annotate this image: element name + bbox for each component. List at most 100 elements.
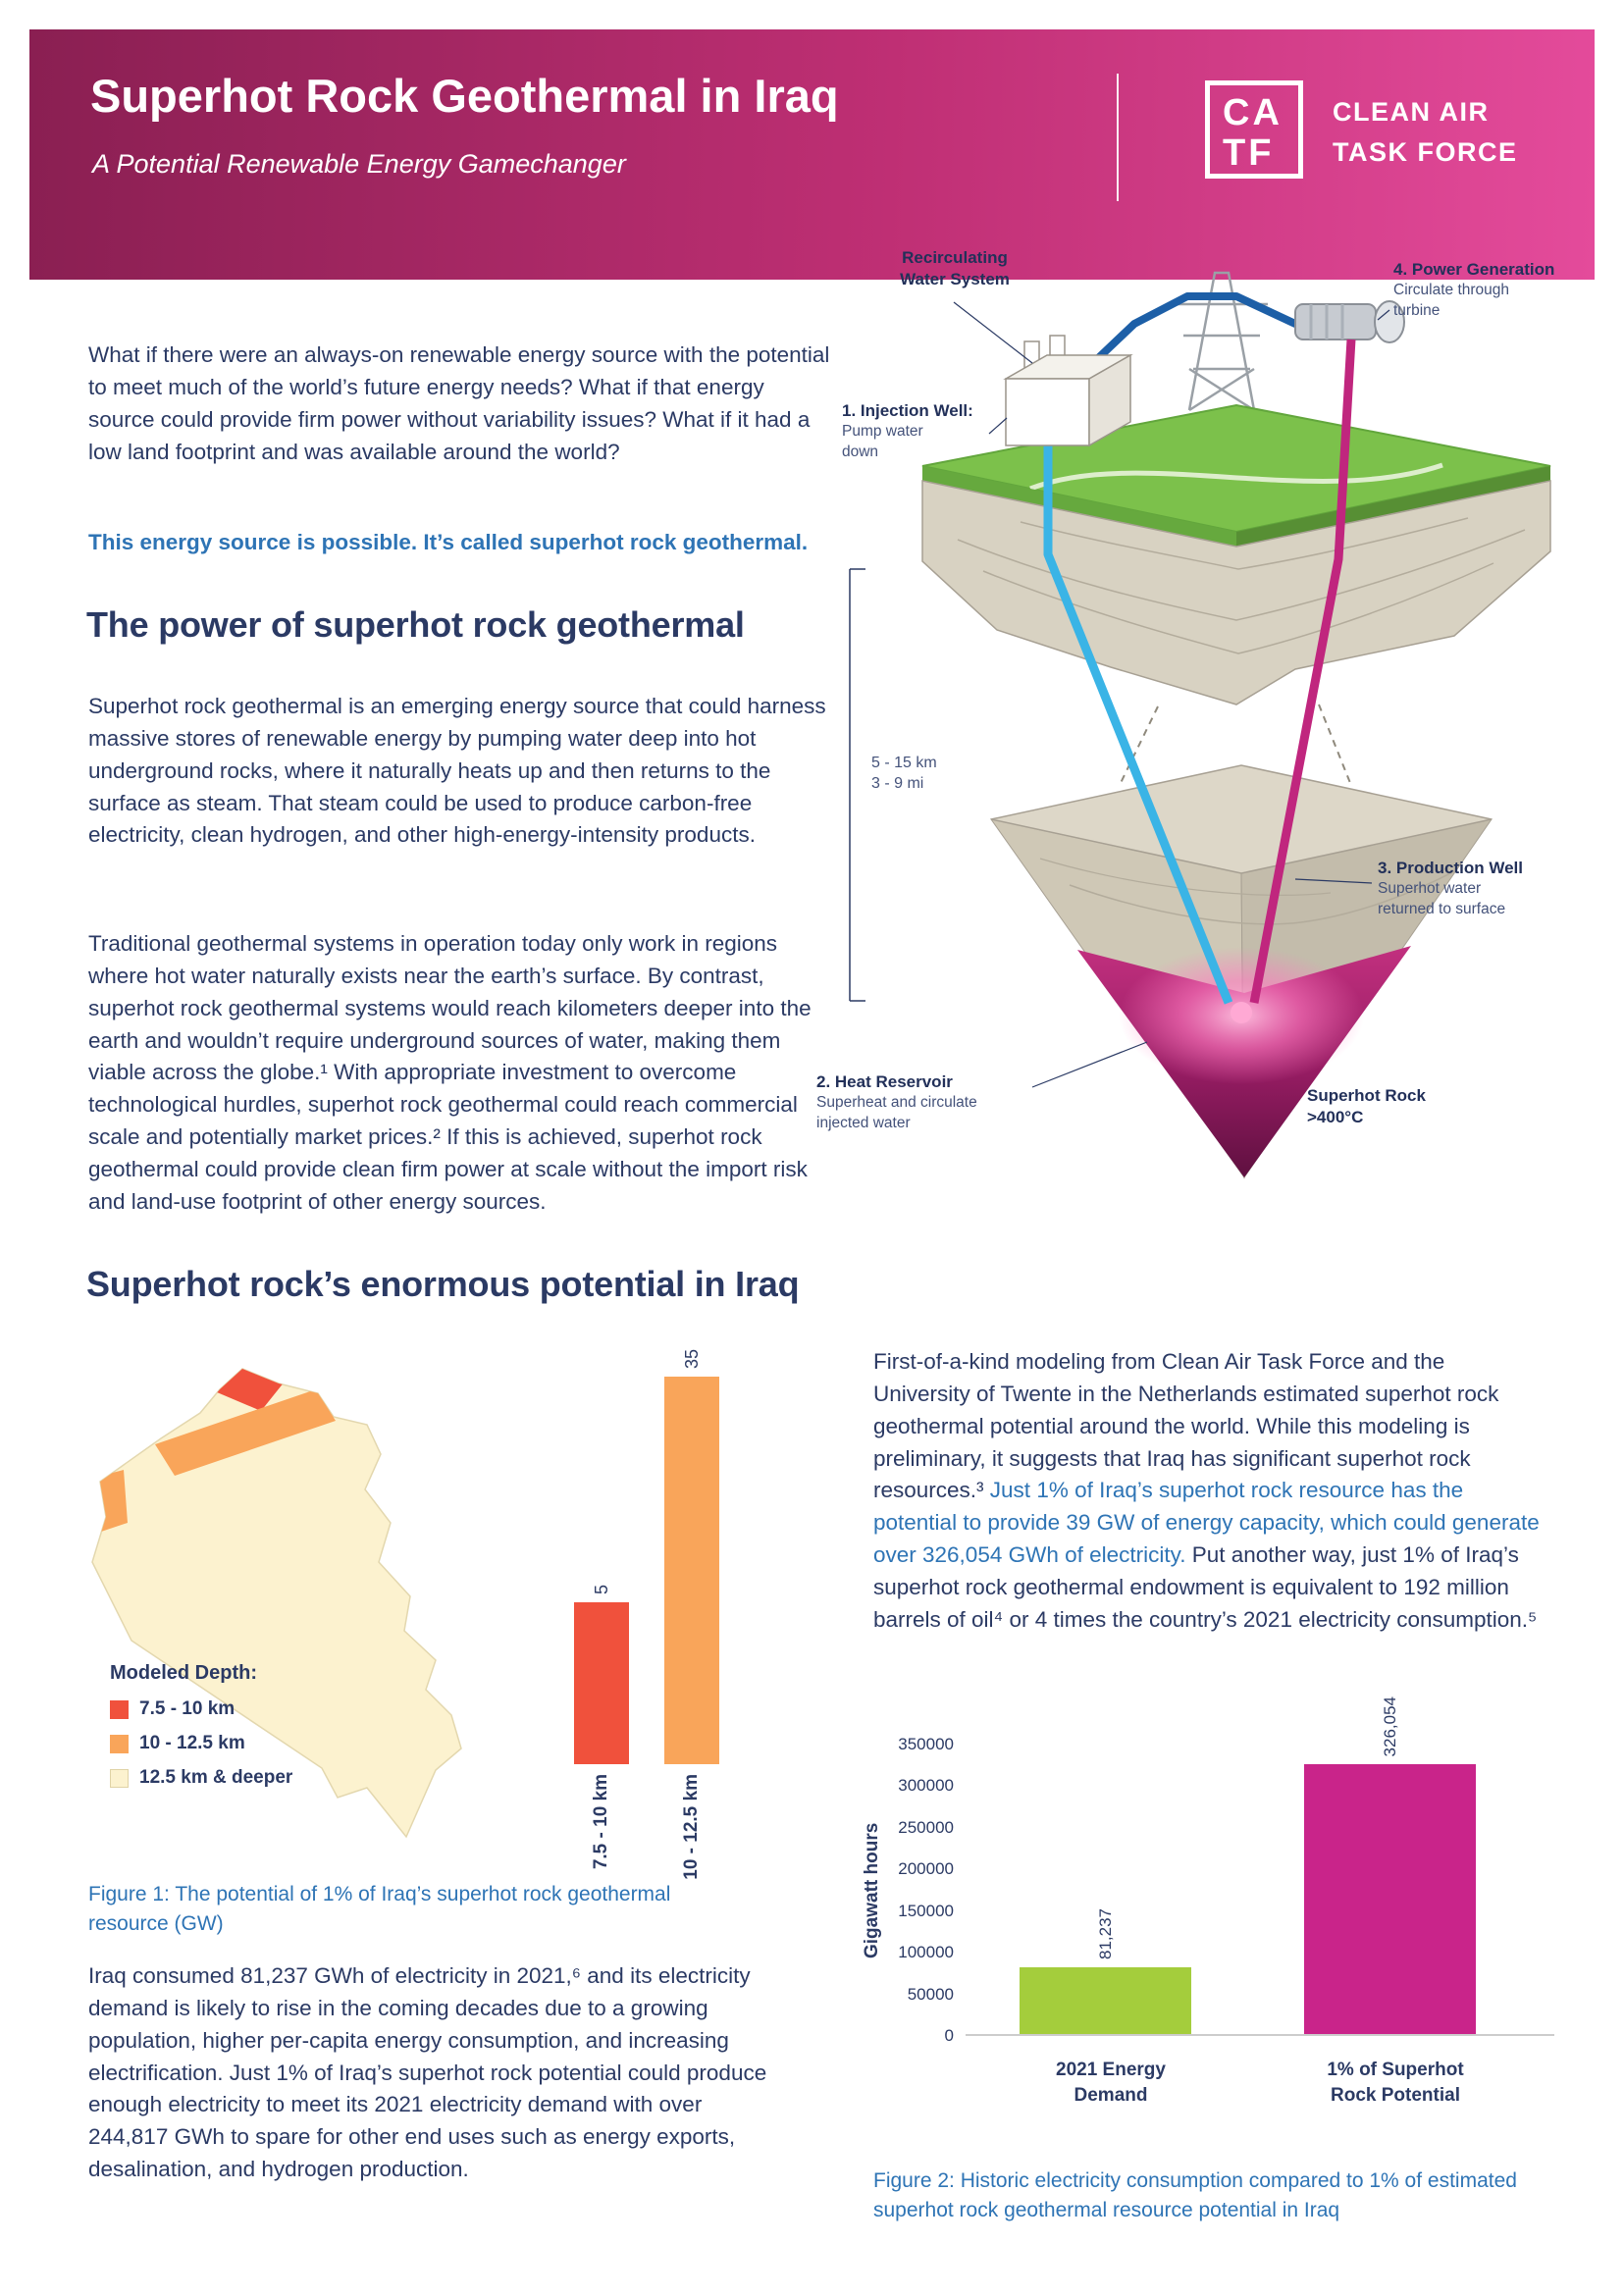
legend-swatch-orange: [110, 1734, 129, 1753]
superhot-rock-label-title: Superhot Rock: [1307, 1086, 1426, 1105]
legend-label-deeper: 12.5 km & deeper: [139, 1767, 293, 1788]
legend-label-7-10km: 7.5 - 10 km: [139, 1698, 236, 1719]
consumption-paragraph: Iraq consumed 81,237 GWh of electricity …: [88, 1963, 767, 2182]
production-pipe: [1249, 339, 1356, 1004]
potential-section-heading: Superhot rock’s enormous potential in Ir…: [86, 1264, 800, 1304]
figure2-category-potential-line1: 1% of Superhot: [1327, 2060, 1464, 2080]
figure2-chart: Gigawatt hours 350000 300000 250000 2000…: [862, 1696, 1604, 2118]
injection-pipe: [1043, 440, 1233, 1005]
figure2-category-2021: 2021 Energy Demand: [1013, 2058, 1209, 2108]
modeling-paragraph-part1: First-of-a-kind modeling from Clean Air …: [873, 1349, 1499, 1503]
legend-swatch-red: [110, 1699, 129, 1719]
label-heat-reservoir: 2. Heat Reservoir Superheat and circulat…: [816, 1071, 1032, 1133]
legend-item-10-125km: 10 - 12.5 km: [110, 1733, 292, 1754]
leader-lines: [953, 301, 1390, 1088]
modeling-paragraph-part3: Put another way, just 1% of Iraq’s super…: [873, 1542, 1538, 1632]
figure1-bar-value-10-125km: 35: [682, 1348, 702, 1369]
iraq-region-10-125km-west: [92, 1470, 128, 1535]
figure2-category-2021-line2: Demand: [1074, 2084, 1148, 2106]
iraq-map: [91, 1368, 462, 1839]
iraq-region-10-125km: [155, 1389, 336, 1476]
catf-wordmark-line1: CLEAN AIR: [1333, 97, 1490, 127]
power-paragraph-2: Traditional geothermal systems in operat…: [88, 931, 812, 1214]
recirculating-label-line2: Water System: [900, 270, 1010, 289]
reservoir-top: [990, 764, 1493, 874]
figure2-category-potential: 1% of Superhot Rock Potential: [1297, 2058, 1493, 2108]
figure2-bar-value-potential: 326,054: [1380, 1696, 1399, 1757]
label-superhot-rock: Superhot Rock >400°C: [1307, 1085, 1474, 1129]
injection-well-building: [1003, 335, 1133, 447]
injection-label-sub1: Pump water: [842, 423, 923, 441]
injection-label-title: 1. Injection Well:: [842, 401, 973, 420]
legend-item-7-10km: 7.5 - 10 km: [110, 1698, 292, 1720]
figure2-category-potential-line2: Rock Potential: [1331, 2084, 1460, 2106]
map-legend-title: Modeled Depth:: [110, 1662, 257, 1684]
ytick-100000: 100000: [898, 1943, 954, 1962]
label-production-well: 3. Production Well Superhot water return…: [1378, 858, 1584, 919]
reservoir-label-sub2: injected water: [816, 1114, 911, 1131]
power-paragraph-1: Superhot rock geothermal is an emerging …: [88, 694, 826, 848]
turbine-icon: [1294, 300, 1405, 343]
catf-wordmark: CLEAN AIR TASK FORCE: [1333, 92, 1518, 172]
figure1-bar-value-7-10km: 5: [592, 1585, 611, 1595]
figure1-plot: 5 35: [554, 1349, 790, 1764]
header-banner: Superhot Rock Geothermal in Iraq A Poten…: [29, 29, 1595, 280]
figure2-plot: 81,237 326,054: [966, 1696, 1554, 2036]
superhot-rock-label-sub: >400°C: [1307, 1108, 1364, 1127]
figure2-category-labels: 2021 Energy Demand 1% of Superhot Rock P…: [971, 2058, 1560, 2118]
legend-swatch-cream: [110, 1768, 129, 1788]
figure2-y-axis-title: Gigawatt hours: [862, 1822, 882, 1958]
recirculating-pipe: [1091, 292, 1299, 365]
modeling-paragraph-highlight: Just 1% of Iraq’s superhot rock resource…: [873, 1478, 1540, 1568]
figure1-caption: Figure 1: The potential of 1% of Iraq’s …: [88, 1883, 671, 1936]
power-label-title: 4. Power Generation: [1393, 260, 1555, 279]
production-label-title: 3. Production Well: [1378, 859, 1523, 877]
ytick-200000: 200000: [898, 1859, 954, 1879]
modeling-paragraph: First-of-a-kind modeling from Clean Air …: [873, 1346, 1541, 1637]
geothermal-diagram-art: [849, 271, 1551, 1179]
power-section-heading: The power of superhot rock geothermal: [86, 604, 745, 645]
reservoir-label-title: 2. Heat Reservoir: [816, 1072, 953, 1091]
power-label-sub1: Circulate through: [1393, 282, 1510, 299]
catf-logo-monogram-top: CA: [1223, 92, 1283, 133]
figure1-bar-7-10km: 5: [574, 1585, 629, 1764]
ytick-0: 0: [944, 2025, 954, 2045]
production-label-sub1: Superhot water: [1378, 880, 1482, 898]
ytick-300000: 300000: [898, 1776, 954, 1796]
figure1-bar-10-125km: 35: [664, 1349, 719, 1764]
production-label-sub2: returned to surface: [1378, 900, 1506, 917]
intro-statement: This energy source is possible. It’s cal…: [88, 530, 809, 554]
figure2-y-ticks: 350000 300000 250000 200000 150000 10000…: [883, 1735, 966, 2046]
figure2-caption: Figure 2: Historic electricity consumpti…: [873, 2169, 1517, 2222]
catf-logo-monogram-bottom: TF: [1223, 132, 1275, 175]
depth-bracket: [849, 568, 865, 1002]
page-title: Superhot Rock Geothermal in Iraq: [90, 70, 839, 122]
injection-label-sub2: down: [842, 443, 879, 460]
label-recirculating-water-system: Recirculating Water System: [871, 247, 1038, 291]
header-divider: [1117, 74, 1119, 201]
label-power-generation: 4. Power Generation Circulate through tu…: [1393, 259, 1599, 321]
figure1-chart: 5 35 7.5 - 10 km 10 - 12.5 km: [554, 1332, 790, 1902]
figure1-category-10-125km: 10 - 12.5 km: [681, 1774, 702, 1880]
figure2-bar-2021-demand: 81,237: [1020, 1908, 1191, 2034]
intro-paragraph: What if there were an always-on renewabl…: [88, 342, 830, 464]
recirculating-label-line1: Recirculating: [902, 248, 1008, 267]
map-legend: Modeled Depth: 7.5 - 10 km 10 - 12.5 km …: [110, 1662, 292, 1801]
power-label-sub2: turbine: [1393, 301, 1441, 319]
ytick-150000: 150000: [898, 1901, 954, 1920]
legend-item-deeper: 12.5 km & deeper: [110, 1767, 292, 1789]
depth-label-mi: 3 - 9 mi: [871, 774, 924, 792]
geothermal-diagram: Recirculating Water System 4. Power Gene…: [608, 245, 1599, 1236]
figure2-plot-row: Gigawatt hours 350000 300000 250000 2000…: [862, 1696, 1604, 2046]
label-depth: 5 - 15 km 3 - 9 mi: [871, 754, 937, 795]
depth-label-km: 5 - 15 km: [871, 755, 937, 771]
ytick-350000: 350000: [898, 1735, 954, 1753]
figure2-bar-superhot-potential: 326,054: [1304, 1696, 1476, 2034]
legend-label-10-125km: 10 - 12.5 km: [139, 1733, 245, 1753]
catf-wordmark-line2: TASK FORCE: [1333, 136, 1518, 167]
figure1-category-7-10km: 7.5 - 10 km: [591, 1774, 611, 1870]
label-injection-well: 1. Injection Well: Pump water down: [842, 400, 989, 462]
ytick-50000: 50000: [907, 1984, 954, 2004]
catf-logo: CA TF: [1205, 80, 1303, 179]
